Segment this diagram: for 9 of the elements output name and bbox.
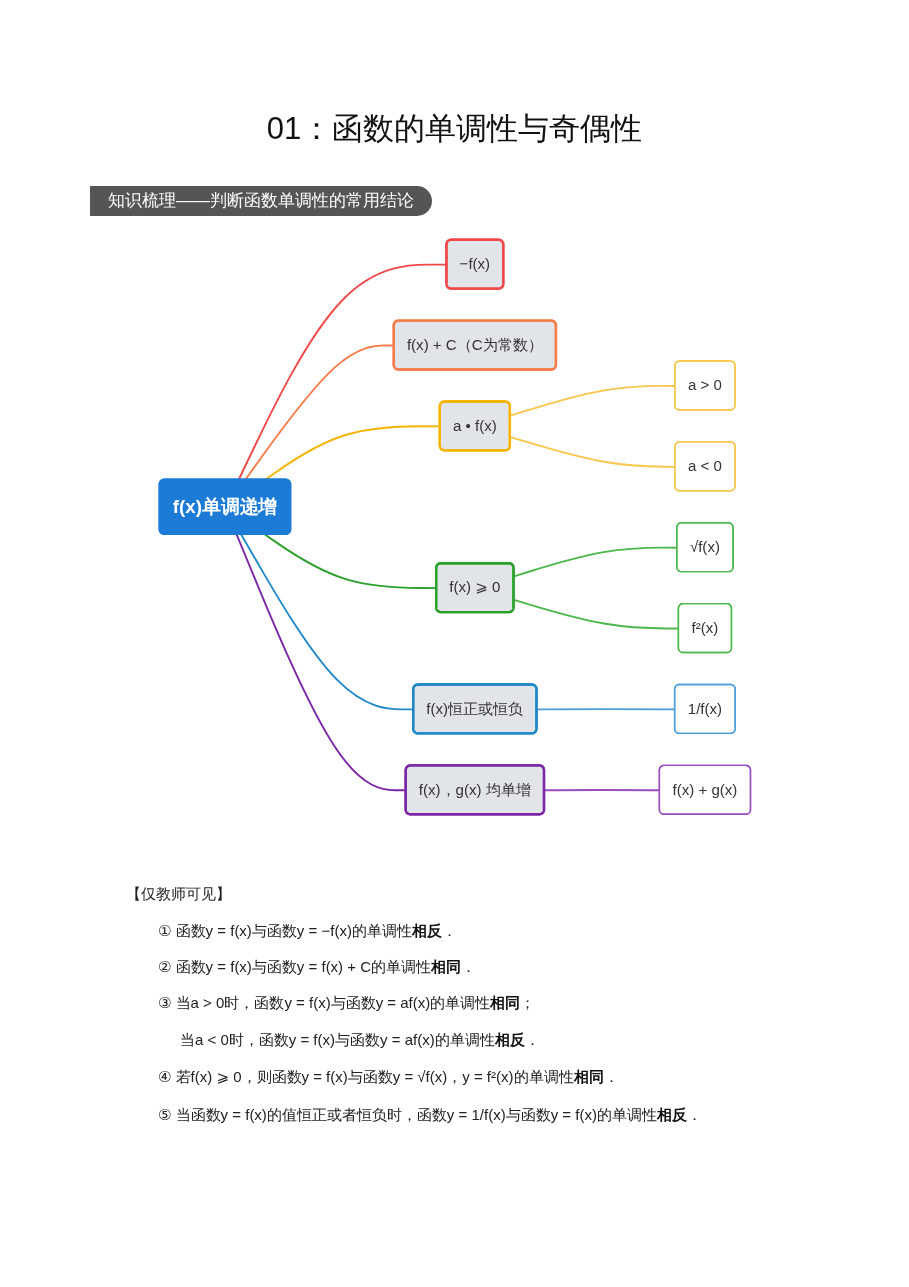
note-text: ③ 当a > 0时，函数y = f(x)与函数y = af(x)的单调性相同； bbox=[158, 993, 536, 1013]
page-title: 01：函数的单调性与奇偶性 bbox=[265, 110, 644, 148]
note-text: ⑤ 当函数y = f(x)的值恒正或者恒负时，函数y = 1/f(x)与函数y = f(x)的单调性相反． bbox=[158, 1105, 702, 1125]
note-text: ① 函数y = f(x)与函数y = −f(x)的单调性相反． bbox=[158, 921, 457, 941]
note-heading: 【仅教师可见】 bbox=[126, 884, 231, 904]
section-heading-bar: 知识梳理——判断函数单调性的常用结论 bbox=[90, 186, 432, 216]
note-text: ④ 若f(x) ⩾ 0，则函数y = f(x)与函数y = √f(x)，y = f²(x)的单调性相同． bbox=[158, 1067, 619, 1087]
note-text: ② 函数y = f(x)与函数y = f(x) + C的单调性相同． bbox=[158, 957, 477, 977]
note-text: 当a < 0时，函数y = f(x)与函数y = af(x)的单调性相反． bbox=[180, 1030, 540, 1050]
